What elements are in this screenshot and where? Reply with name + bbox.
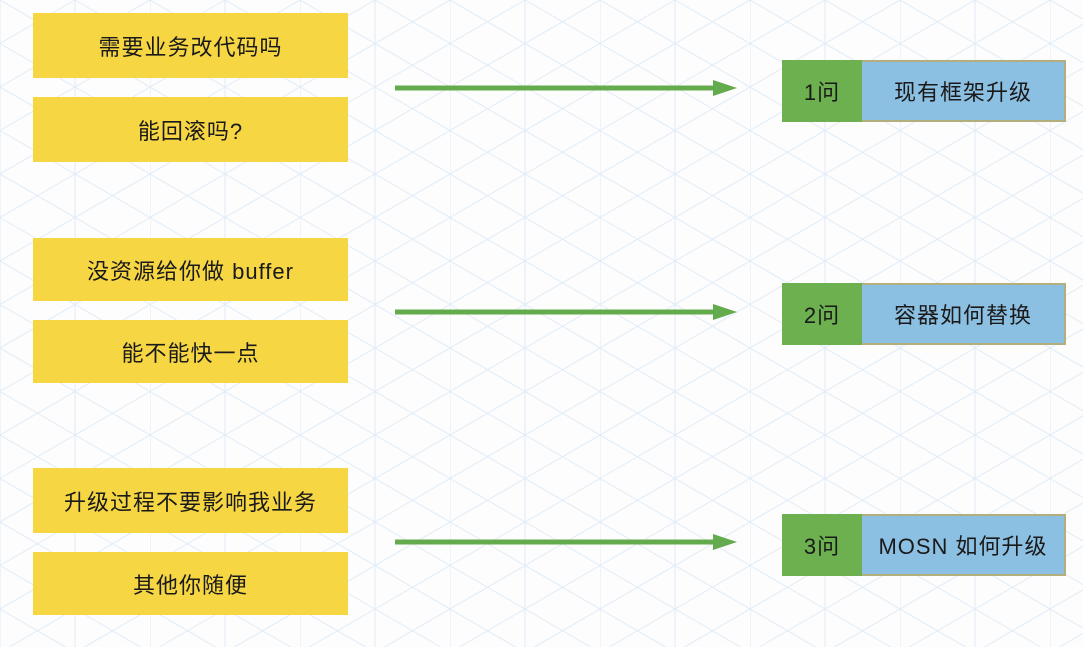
note-label: 能回滚吗? xyxy=(137,118,244,144)
note-box: 能不能快一点 xyxy=(33,320,348,383)
question-title: MOSN 如何升级 xyxy=(862,514,1066,576)
right-arrow-icon xyxy=(395,534,737,550)
note-label: 其他你随便 xyxy=(132,572,248,598)
question-badge: 2问 xyxy=(782,283,862,345)
question-badge: 1问 xyxy=(782,60,862,122)
note-box: 其他你随便 xyxy=(33,552,348,615)
note-box: 没资源给你做 buffer xyxy=(33,238,348,301)
question-row: 3问 MOSN 如何升级 xyxy=(782,514,1066,576)
question-row: 1问 现有框架升级 xyxy=(782,60,1066,122)
note-label: 能不能快一点 xyxy=(121,340,260,366)
note-label: 需要业务改代码吗 xyxy=(98,34,283,60)
note-box: 能回滚吗? xyxy=(33,97,348,162)
question-badge: 3问 xyxy=(782,514,862,576)
question-row: 2问 容器如何替换 xyxy=(782,283,1066,345)
note-box: 需要业务改代码吗 xyxy=(33,13,348,78)
note-label: 升级过程不要影响我业务 xyxy=(63,489,317,515)
note-label: 没资源给你做 buffer xyxy=(87,258,294,284)
right-arrow-icon xyxy=(395,80,737,96)
right-arrow-icon xyxy=(395,304,737,320)
question-title: 容器如何替换 xyxy=(862,283,1066,345)
question-title: 现有框架升级 xyxy=(862,60,1066,122)
note-box: 升级过程不要影响我业务 xyxy=(33,468,348,533)
